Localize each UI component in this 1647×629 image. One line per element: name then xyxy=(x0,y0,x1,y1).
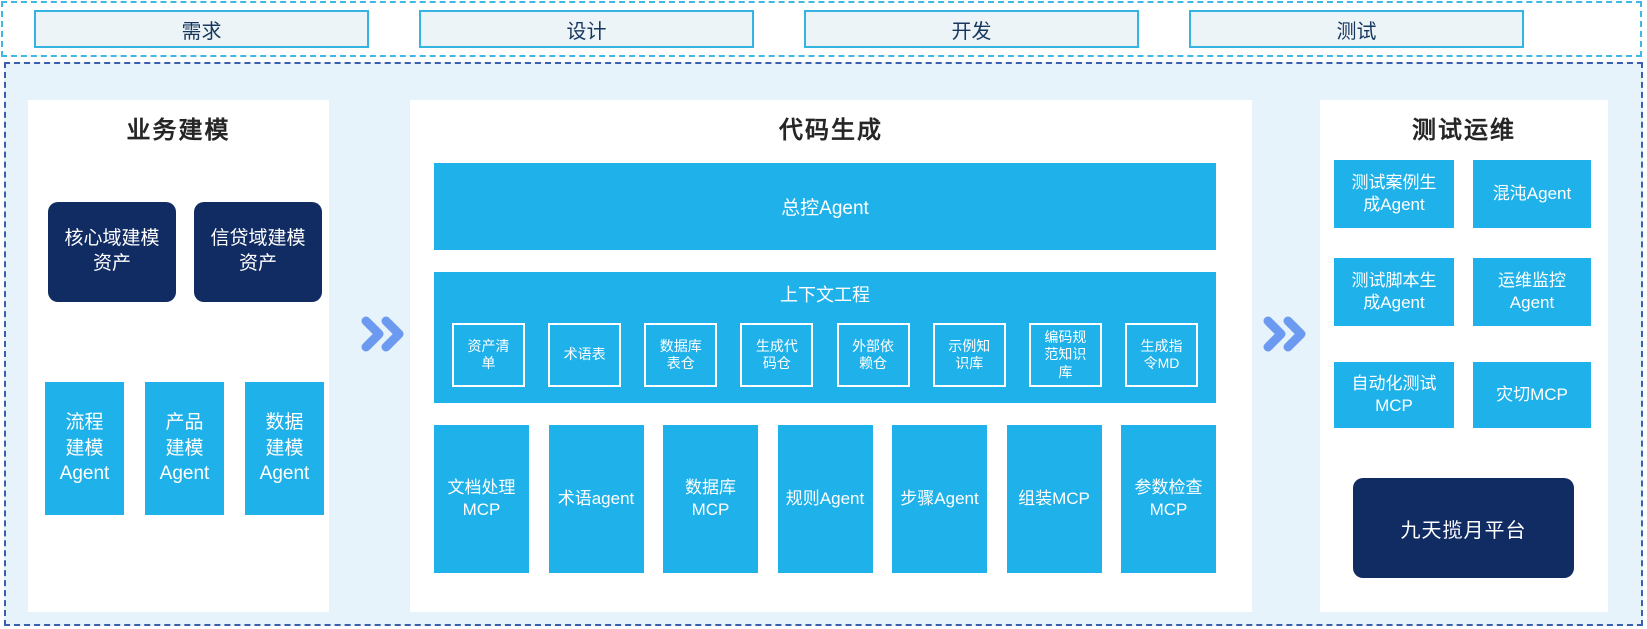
flow-arrow-icon xyxy=(361,316,404,352)
node-ops-monitoring-agent: 运维监控 Agent xyxy=(1473,258,1591,326)
node-test-case-generation-agent: 测试案例生 成Agent xyxy=(1334,160,1454,228)
panel-title: 测试运维 xyxy=(1412,117,1516,144)
node-document-processing-mcp: 文档处理 MCP xyxy=(434,425,529,573)
node-parameter-check-mcp: 参数检查 MCP xyxy=(1121,425,1216,573)
phase-label: 需求 xyxy=(181,20,222,43)
node-rule-agent: 规则Agent xyxy=(777,425,873,573)
node-db-table-repo: 数据库 表仓 xyxy=(644,323,718,387)
phase-label: 开发 xyxy=(951,20,992,43)
phase-box-design: 设计 xyxy=(419,10,754,48)
phase-label: 测试 xyxy=(1336,20,1377,43)
section-title: 上下文工程 xyxy=(780,285,870,305)
node-core-domain-assets: 核心域建模 资产 xyxy=(48,202,176,302)
node-generated-code-repo: 生成代 码仓 xyxy=(740,323,814,387)
node-credit-domain-assets: 信贷域建模 资产 xyxy=(194,202,322,302)
panel-test-operations: 测试运维 测试案例生 成Agent 混沌Agent 测试脚本生 成Agent 运… xyxy=(1320,100,1608,612)
panel-title: 业务建模 xyxy=(126,117,231,144)
mcp-agent-row: 文档处理 MCP 术语agent 数据库 MCP 规则Agent 步骤Agent… xyxy=(434,425,1216,573)
node-master-control-agent: 总控Agent xyxy=(434,163,1216,250)
node-external-dependency-repo: 外部依 赖仓 xyxy=(836,323,910,387)
modeling-agents-row: 流程 建模 Agent 产品 建模 Agent 数据 建模 Agent xyxy=(45,382,324,515)
node-disaster-switch-mcp: 灾切MCP xyxy=(1473,362,1591,428)
node-step-agent: 步骤Agent xyxy=(892,425,987,573)
phase-box-requirements: 需求 xyxy=(34,10,369,48)
node-jiutian-lanyue-platform: 九天揽月平台 xyxy=(1353,478,1574,578)
node-database-mcp: 数据库 MCP xyxy=(663,425,758,573)
node-glossary-agent: 术语agent xyxy=(548,425,644,573)
phase-strip: 需求 设计 开发 测试 xyxy=(1,1,1642,57)
node-chaos-agent: 混沌Agent xyxy=(1473,160,1591,228)
main-diagram-area: 业务建模 核心域建模 资产 信贷域建模 资产 流程 建模 Agent 产品 建模… xyxy=(4,62,1643,626)
phase-label: 设计 xyxy=(566,20,607,43)
node-data-modeling-agent: 数据 建模 Agent xyxy=(245,382,324,515)
node-example-knowledge-base: 示例知 识库 xyxy=(932,323,1006,387)
node-assembly-mcp: 组装MCP xyxy=(1006,425,1102,573)
phase-box-development: 开发 xyxy=(804,10,1139,48)
node-product-modeling-agent: 产品 建模 Agent xyxy=(145,382,224,515)
node-process-modeling-agent: 流程 建模 Agent xyxy=(45,382,124,515)
node-automated-test-mcp: 自动化测试 MCP xyxy=(1334,362,1454,428)
flow-arrow-icon xyxy=(1263,316,1306,352)
node-coding-standard-knowledge-base: 编码规 范知识 库 xyxy=(1028,323,1102,387)
node-glossary: 术语表 xyxy=(548,323,622,387)
node-asset-list: 资产清 单 xyxy=(452,323,525,387)
panel-code-generation: 代码生成 总控Agent 上下文工程 资产清 单 术语表 数据库 表仓 生成代 … xyxy=(410,100,1252,612)
phase-box-testing: 测试 xyxy=(1189,10,1524,48)
panel-business-modeling: 业务建模 核心域建模 资产 信贷域建模 资产 流程 建模 Agent 产品 建模… xyxy=(28,100,329,612)
node-test-script-generation-agent: 测试脚本生 成Agent xyxy=(1334,258,1454,326)
panel-title: 代码生成 xyxy=(779,117,883,144)
modeling-assets-row: 核心域建模 资产 信贷域建模 资产 xyxy=(48,202,322,302)
node-generation-instruction-md: 生成指 令MD xyxy=(1124,323,1198,387)
context-items-row: 资产清 单 术语表 数据库 表仓 生成代 码仓 外部依 赖仓 示例知 识库 编码… xyxy=(452,323,1198,387)
context-engineering-section: 上下文工程 资产清 单 术语表 数据库 表仓 生成代 码仓 外部依 赖仓 示例知… xyxy=(434,272,1216,403)
